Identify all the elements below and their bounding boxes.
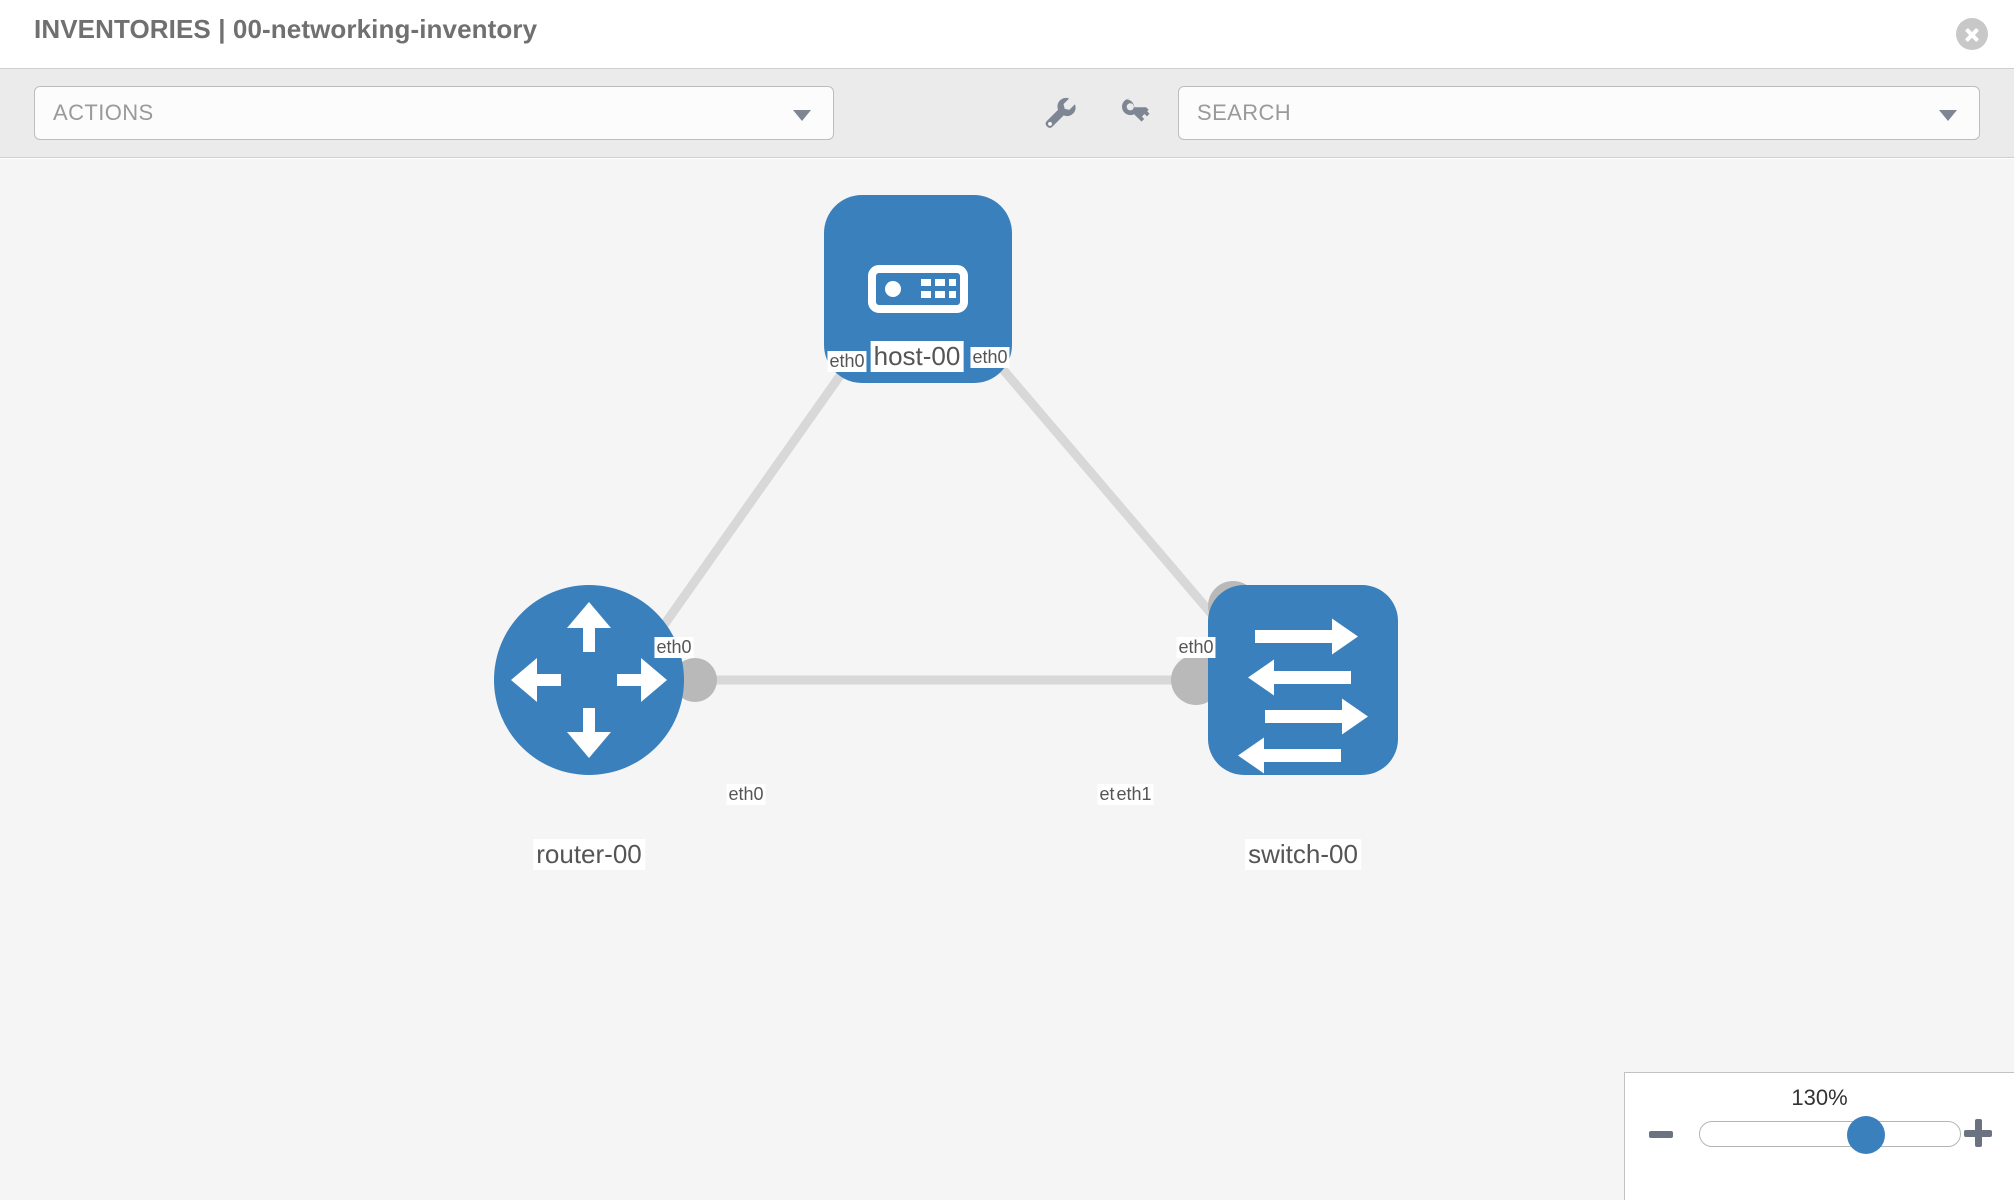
port-router00-eth0 — [673, 658, 717, 702]
wrench-icon[interactable] — [1040, 93, 1080, 133]
zoom-in-button[interactable] — [1964, 1119, 1992, 1147]
close-icon[interactable] — [1956, 18, 1988, 50]
link-host00-switch00 — [956, 316, 1254, 662]
switch-arrows-icon — [1238, 618, 1368, 774]
iface-label-router00-eth0: eth0 — [726, 784, 766, 805]
node-host-00[interactable] — [824, 195, 1012, 383]
node-label-router-00: router-00 — [533, 839, 645, 870]
zoom-control-panel: 130% — [1624, 1072, 2014, 1200]
chevron-down-icon[interactable] — [1939, 110, 1957, 121]
toolbar-icon-group — [1040, 93, 1156, 133]
actions-dropdown[interactable]: ACTIONS — [34, 86, 834, 140]
search-placeholder: SEARCH — [1197, 100, 1292, 125]
iface-label-host00-eth0-left: eth0 — [827, 351, 867, 372]
chevron-down-icon — [793, 110, 811, 121]
zoom-level-text: 130% — [1791, 1085, 1848, 1110]
toolbar: ACTIONS SEARCH — [0, 68, 2014, 158]
node-router-00[interactable] — [494, 585, 684, 775]
iface-label-router00-eth0-uplink: eth0 — [654, 637, 694, 658]
zoom-out-button[interactable] — [1649, 1131, 1673, 1138]
iface-label-switch00-eth1: eth1 — [1114, 784, 1154, 805]
node-switch-00[interactable] — [1208, 585, 1398, 775]
actions-dropdown-label: ACTIONS — [53, 100, 154, 125]
topology-graph — [494, 195, 1398, 775]
zoom-slider[interactable] — [1699, 1116, 1961, 1154]
iface-label-switch00-eth0: eth0 — [1176, 637, 1216, 658]
iface-label-host00-eth0-right: eth0 — [970, 347, 1010, 368]
page-header: INVENTORIES | 00-networking-inventory — [0, 0, 2014, 68]
page-title: INVENTORIES | 00-networking-inventory — [34, 14, 538, 44]
topology-canvas[interactable]: host-00 router-00 switch-00 eth0 eth0 et… — [0, 159, 2014, 1200]
router-arrows-icon — [511, 602, 667, 758]
server-icon — [868, 265, 968, 313]
search-input[interactable]: SEARCH — [1178, 86, 1980, 140]
node-label-switch-00: switch-00 — [1245, 839, 1361, 870]
key-icon[interactable] — [1116, 93, 1156, 133]
node-label-host-00: host-00 — [870, 341, 964, 372]
zoom-slider-thumb[interactable] — [1847, 1116, 1885, 1154]
